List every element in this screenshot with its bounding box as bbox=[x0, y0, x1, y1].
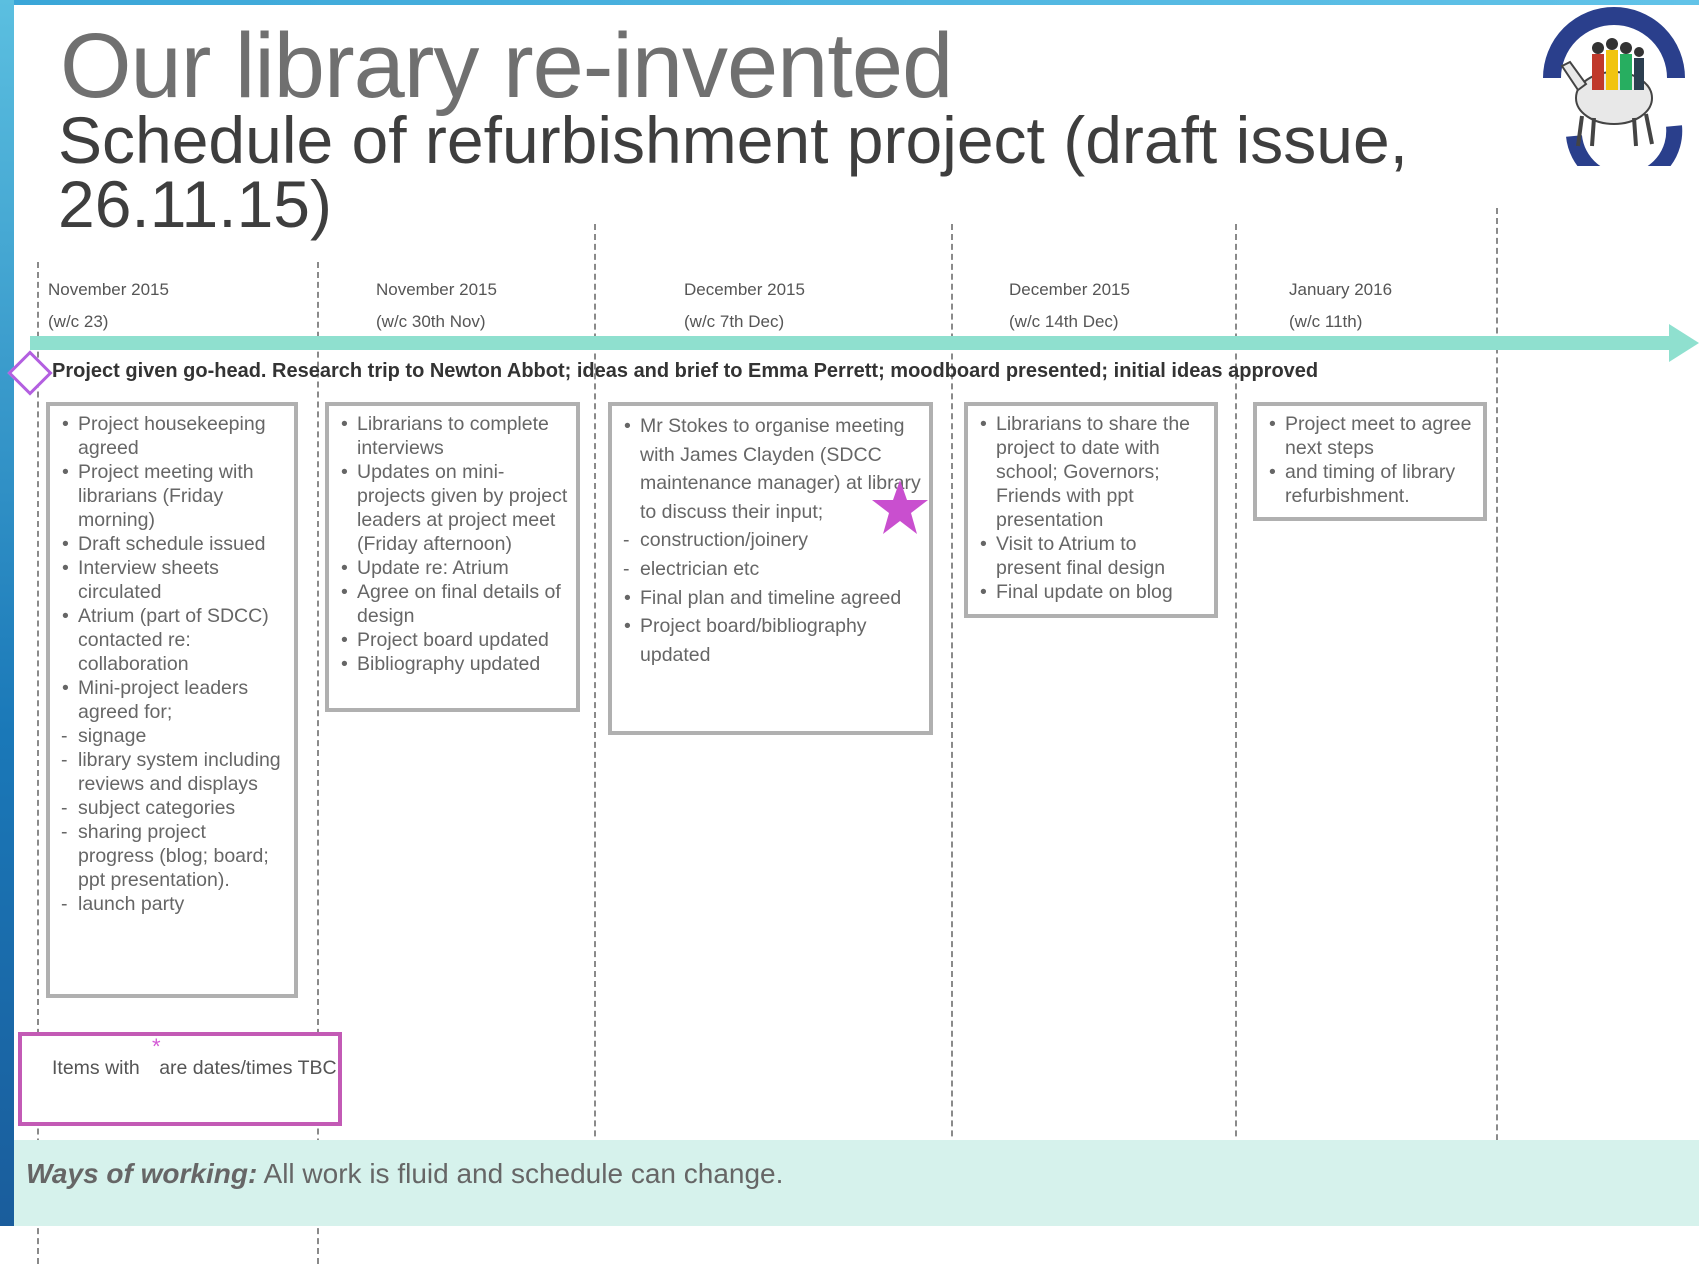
task-item: Interview sheets circulated bbox=[58, 556, 286, 604]
task-subitem: construction/joinery bbox=[620, 526, 921, 555]
slide-top-edge bbox=[0, 0, 1699, 5]
week-header: December 2015 (w/c 14th Dec) bbox=[1009, 274, 1130, 338]
slide-left-edge bbox=[0, 0, 14, 1226]
ways-of-working-body: All work is fluid and schedule can chang… bbox=[257, 1158, 784, 1189]
task-card: Librarians to share the project to date … bbox=[964, 402, 1218, 618]
task-subitem: signage bbox=[58, 724, 286, 748]
week-commencing: (w/c 14th Dec) bbox=[1009, 312, 1119, 331]
star-icon bbox=[872, 480, 928, 534]
task-item: Final update on blog bbox=[976, 580, 1206, 604]
week-header: November 2015 (w/c 23) bbox=[48, 274, 169, 338]
task-list: Librarians to complete interviewsUpdates… bbox=[337, 412, 568, 676]
week-header: January 2016 (w/c 11th) bbox=[1289, 274, 1392, 338]
task-list: Project housekeeping agreedProject meeti… bbox=[58, 412, 286, 916]
slide-title: Our library re-invented bbox=[60, 15, 953, 117]
column-divider bbox=[594, 224, 596, 1226]
task-card: Mr Stokes to organise meeting with James… bbox=[608, 402, 933, 735]
task-item: Agree on final details of design bbox=[337, 580, 568, 628]
timeline-arrow-icon bbox=[1669, 324, 1699, 362]
ways-of-working-text: Ways of working: All work is fluid and s… bbox=[26, 1158, 783, 1190]
week-header: November 2015 (w/c 30th Nov) bbox=[376, 274, 497, 338]
slide: Our library re-invented Schedule of refu… bbox=[0, 0, 1699, 1226]
week-header: December 2015 (w/c 7th Dec) bbox=[684, 274, 805, 338]
column-divider bbox=[1235, 224, 1237, 1226]
week-commencing: (w/c 11th) bbox=[1289, 312, 1363, 331]
tbc-note-after: are dates/times TBC bbox=[153, 1057, 337, 1079]
week-commencing: (w/c 30th Nov) bbox=[376, 312, 486, 331]
task-card: Project meet to agree next stepsand timi… bbox=[1253, 402, 1487, 521]
star-icon: * bbox=[152, 1034, 161, 1059]
task-card: Librarians to complete interviewsUpdates… bbox=[325, 402, 580, 712]
task-item: Bibliography updated bbox=[337, 652, 568, 676]
tbc-note: * Items with are dates/times TBC bbox=[18, 1032, 342, 1126]
ways-of-working-banner: Ways of working: All work is fluid and s… bbox=[14, 1140, 1699, 1226]
task-item: Project meet to agree next steps bbox=[1265, 412, 1475, 460]
task-item: Librarians to complete interviews bbox=[337, 412, 568, 460]
task-item: Updates on mini-projects given by projec… bbox=[337, 460, 568, 556]
task-item: Mini-project leaders agreed for; bbox=[58, 676, 286, 724]
task-subitem: subject categories bbox=[58, 796, 286, 820]
week-month: November 2015 bbox=[376, 280, 497, 299]
task-item: Draft schedule issued bbox=[58, 532, 286, 556]
school-crest-logo bbox=[1543, 7, 1685, 166]
task-card: Project housekeeping agreedProject meeti… bbox=[46, 402, 298, 998]
tbc-note-text: Items with are dates/times TBC bbox=[52, 1054, 337, 1082]
task-item: Atrium (part of SDCC) contacted re: coll… bbox=[58, 604, 286, 676]
column-divider bbox=[951, 224, 953, 1226]
task-item: Project housekeeping agreed bbox=[58, 412, 286, 460]
ways-of-working-label: Ways of working: bbox=[26, 1158, 258, 1189]
task-subitem: launch party bbox=[58, 892, 286, 916]
column-divider bbox=[1496, 208, 1498, 1210]
task-list: Mr Stokes to organise meeting with James… bbox=[620, 412, 921, 669]
week-commencing: (w/c 7th Dec) bbox=[684, 312, 785, 331]
task-item: and timing of library refurbishment. bbox=[1265, 460, 1475, 508]
timeline-bar bbox=[30, 336, 1675, 350]
task-item: Mr Stokes to organise meeting with James… bbox=[620, 412, 921, 526]
week-month: January 2016 bbox=[1289, 280, 1393, 299]
task-item: Visit to Atrium to present final design bbox=[976, 532, 1206, 580]
task-list: Librarians to share the project to date … bbox=[976, 412, 1206, 604]
milestone-text: Project given go-head. Research trip to … bbox=[52, 360, 1319, 382]
week-month: November 2015 bbox=[48, 280, 169, 299]
task-item: Project board/bibliography updated bbox=[620, 612, 921, 669]
column-divider bbox=[317, 262, 319, 1264]
task-item: Final plan and timeline agreed bbox=[620, 584, 921, 613]
task-item: Project board updated bbox=[337, 628, 568, 652]
task-subitem: library system including reviews and dis… bbox=[58, 748, 286, 796]
task-item: Update re: Atrium bbox=[337, 556, 568, 580]
week-month: December 2015 bbox=[1009, 280, 1130, 299]
diamond-milestone-icon bbox=[7, 350, 53, 396]
task-subitem: electrician etc bbox=[620, 555, 921, 584]
task-subitem: sharing project progress (blog; board; p… bbox=[58, 820, 286, 892]
task-item: Project meeting with librarians (Friday … bbox=[58, 460, 286, 532]
slide-subtitle: Schedule of refurbishment project (draft… bbox=[58, 103, 1409, 241]
week-commencing: (w/c 23) bbox=[48, 312, 109, 331]
task-item: Librarians to share the project to date … bbox=[976, 412, 1206, 532]
task-list: Project meet to agree next stepsand timi… bbox=[1265, 412, 1475, 508]
week-month: December 2015 bbox=[684, 280, 805, 299]
column-divider bbox=[37, 262, 39, 1264]
tbc-note-before: Items with bbox=[52, 1057, 140, 1079]
